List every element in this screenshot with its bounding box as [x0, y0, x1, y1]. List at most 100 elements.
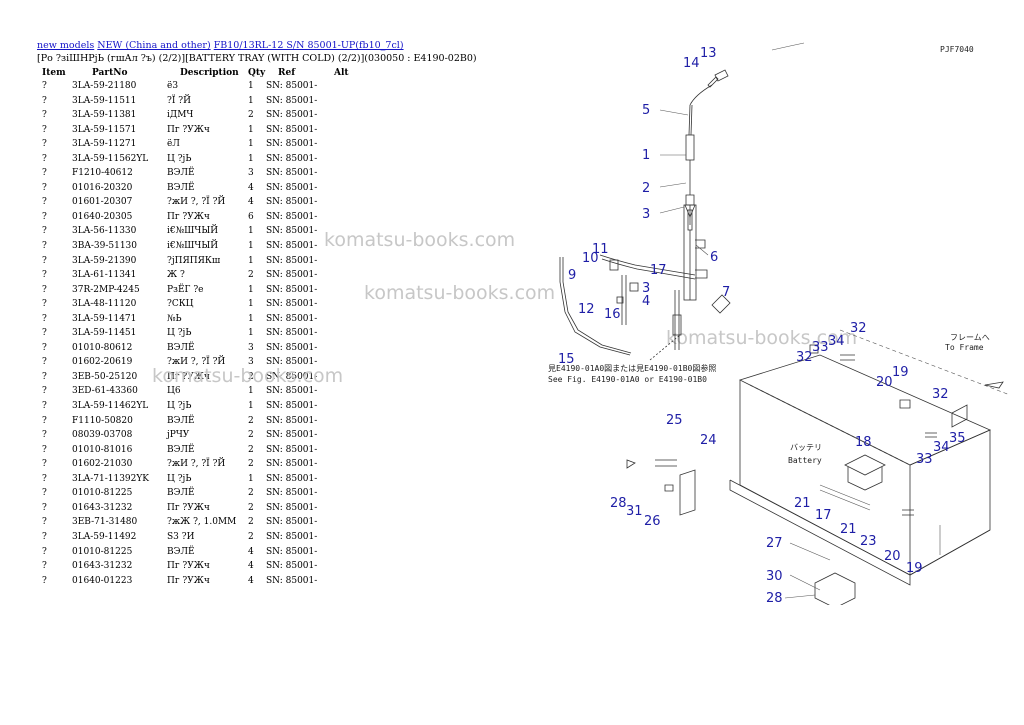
partno-cell: 3LA-59-11381: [72, 110, 137, 121]
description-cell: Пг ?УЖч: [167, 561, 210, 572]
ref-cell: SN: 85001-: [266, 473, 318, 484]
alt-cell: [334, 256, 354, 271]
partno-cell: 3LA-71-11392YK: [72, 473, 150, 484]
qty-cell: 1: [248, 124, 254, 135]
ref-cell: SN: 85001-: [266, 430, 318, 441]
callout-number: 13: [700, 46, 717, 61]
callout-number: 32: [796, 350, 813, 365]
qty-cell: 2: [248, 502, 254, 513]
callout-number: 25: [666, 413, 683, 428]
partno-cell: 3LA-59-11571: [72, 124, 137, 135]
description-cell: ВЭЛЁ: [167, 444, 195, 455]
callout-number: 31: [626, 504, 643, 519]
ref-cell: SN: 85001-: [266, 575, 318, 586]
qty-cell: 1: [248, 328, 254, 339]
item-cell: ?: [42, 124, 47, 135]
callout-number: 33: [916, 452, 933, 467]
breadcrumb-link-new-models[interactable]: new models: [37, 40, 95, 51]
callout-number: 21: [794, 496, 811, 511]
callout-number: 23: [860, 534, 877, 549]
qty-cell: 6: [248, 211, 254, 222]
alt-cell: [334, 532, 354, 547]
alt-cell: [334, 96, 354, 111]
callout-number: 17: [650, 263, 667, 278]
qty-cell: 1: [248, 226, 254, 237]
alt-cell: [334, 285, 354, 300]
callout-number: 18: [855, 435, 872, 450]
partno-cell: 3LA-59-11271: [72, 139, 137, 150]
callout-number: 5: [642, 103, 650, 118]
qty-cell: 1: [248, 139, 254, 150]
table-row: ? 3LA-59-11571 Пг ?УЖч 1 SN: 85001-: [37, 125, 354, 140]
partno-cell: 3LA-59-11451: [72, 328, 137, 339]
ref-cell: SN: 85001-: [266, 386, 318, 397]
description-cell: Пг ?УЖч: [167, 124, 210, 135]
partno-cell: 01640-20305: [72, 211, 133, 222]
ref-cell: SN: 85001-: [266, 561, 318, 572]
callout-number: 19: [892, 365, 909, 380]
item-cell: ?: [42, 430, 47, 441]
callout-number: 35: [949, 431, 966, 446]
item-cell: ?: [42, 386, 47, 397]
partno-cell: 3LA-59-21390: [72, 255, 137, 266]
ref-cell: SN: 85001-: [266, 226, 318, 237]
callout-leaders: [659, 109, 831, 599]
alt-cell: [334, 125, 354, 140]
item-cell: ?: [42, 546, 47, 557]
ref-cell: SN: 85001-: [266, 124, 318, 135]
partno-cell: 01643-31232: [72, 502, 133, 513]
header-ref: Ref: [278, 68, 296, 78]
callout-number: 7: [722, 285, 730, 300]
frame-label: To Frame: [945, 343, 984, 352]
description-cell: јРЧУ: [167, 430, 190, 441]
alt-cell: [334, 357, 354, 372]
partno-cell: 01010-80612: [72, 342, 133, 353]
qty-cell: 1: [248, 386, 254, 397]
ref-cell: SN: 85001-: [266, 168, 318, 179]
description-cell: Пг ?УЖч: [167, 211, 210, 222]
alt-cell: [334, 372, 354, 387]
partno-cell: 3ED-61-43360: [72, 386, 138, 397]
battery-tray: [626, 329, 1010, 605]
partno-cell: 01602-21030: [72, 459, 133, 470]
partno-cell: 01010-81225: [72, 546, 133, 557]
diagram-scribble: [771, 42, 805, 51]
callout-number: 19: [906, 561, 923, 576]
breadcrumb-link-new-china[interactable]: NEW (China and other): [97, 40, 211, 51]
header-alt: Alt: [334, 68, 349, 78]
item-cell: ?: [42, 182, 47, 193]
item-cell: ?: [42, 328, 47, 339]
qty-cell: 4: [248, 575, 254, 586]
qty-cell: 1: [248, 401, 254, 412]
breadcrumb-link-model[interactable]: FB10/13RL-12 S/N 85001-UP(fb10_7cl): [213, 40, 404, 51]
partno-cell: 3LA-59-11462YL: [72, 401, 149, 412]
ref-cell: SN: 85001-: [266, 459, 318, 470]
alt-cell: [334, 386, 354, 401]
item-cell: ?: [42, 444, 47, 455]
qty-cell: 1: [248, 241, 254, 252]
callout-number: 6: [710, 250, 718, 265]
qty-cell: 4: [248, 182, 254, 193]
ref-cell: SN: 85001-: [266, 211, 318, 222]
partno-cell: 3EB-71-31480: [72, 517, 138, 528]
item-cell: ?: [42, 531, 47, 542]
description-cell: ВЭЛЁ: [167, 182, 195, 193]
ref-cell: SN: 85001-: [266, 415, 318, 426]
alt-cell: [334, 474, 354, 489]
qty-cell: 2: [248, 488, 254, 499]
